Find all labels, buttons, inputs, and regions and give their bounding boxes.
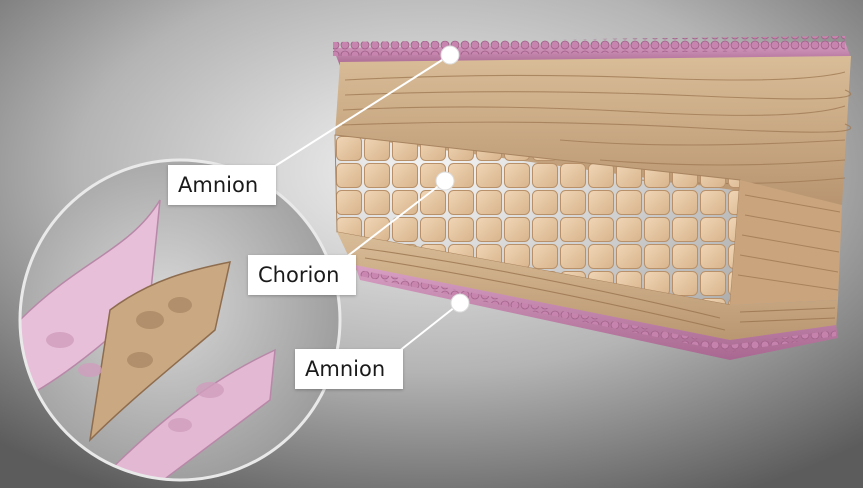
chorion-label: Chorion (248, 255, 356, 295)
chorion-marker (436, 172, 454, 190)
amnion-top-label: Amnion (168, 165, 276, 205)
amnion-bottom-marker (451, 294, 469, 312)
amnion-bottom-label: Amnion (295, 349, 403, 389)
amnion-top-marker (441, 46, 459, 64)
